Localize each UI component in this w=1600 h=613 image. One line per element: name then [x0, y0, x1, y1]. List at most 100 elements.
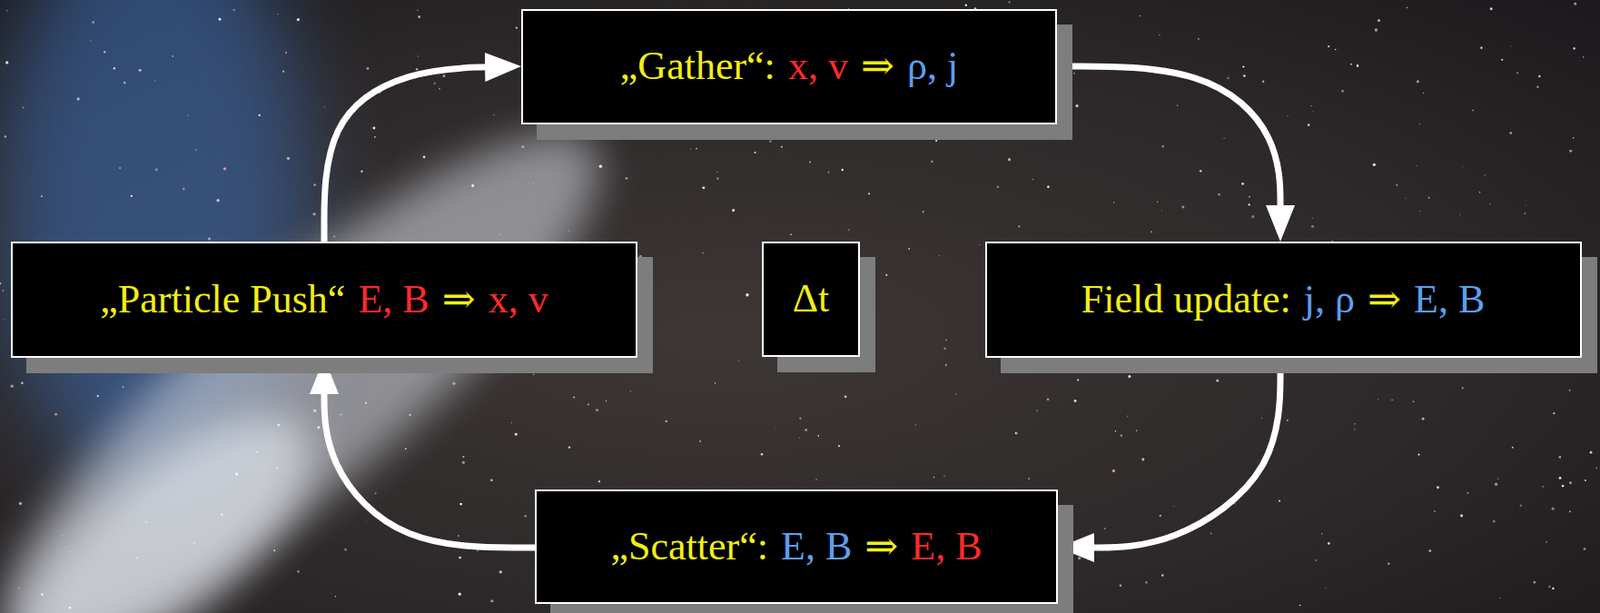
star	[1036, 409, 1038, 411]
quantity-label: E, B	[910, 524, 982, 569]
star	[1583, 547, 1587, 551]
quantity-label: x, v	[488, 277, 549, 322]
star	[1569, 149, 1572, 153]
star	[1412, 400, 1415, 403]
star	[1561, 484, 1565, 488]
star	[533, 374, 534, 376]
star	[701, 252, 704, 255]
star	[1509, 131, 1512, 135]
star	[1422, 417, 1425, 421]
star	[490, 599, 494, 603]
star	[1278, 500, 1281, 503]
star	[630, 390, 632, 392]
star	[193, 542, 196, 544]
star	[738, 360, 740, 362]
star	[138, 69, 142, 72]
star	[699, 440, 702, 443]
star	[179, 534, 182, 537]
star	[1241, 182, 1245, 186]
star	[1416, 79, 1420, 83]
star	[1074, 399, 1077, 403]
star	[754, 151, 757, 154]
star	[1032, 178, 1035, 181]
star	[1, 289, 4, 292]
star	[1007, 158, 1011, 161]
star	[457, 534, 460, 537]
star	[285, 51, 287, 54]
star	[1159, 514, 1162, 517]
star	[1551, 507, 1555, 511]
star	[695, 148, 698, 150]
star	[372, 127, 376, 130]
star	[1501, 59, 1503, 61]
star	[885, 274, 888, 277]
star	[416, 55, 418, 57]
star	[40, 195, 43, 198]
star	[945, 338, 948, 341]
star	[844, 395, 848, 398]
star	[408, 414, 411, 416]
star	[799, 437, 800, 439]
star	[1112, 469, 1116, 473]
star	[1582, 56, 1584, 58]
star	[1353, 423, 1355, 425]
star	[1068, 49, 1071, 52]
star	[366, 67, 370, 70]
star	[1497, 477, 1499, 479]
star	[64, 575, 66, 577]
star	[365, 402, 367, 405]
star	[96, 395, 99, 398]
star	[154, 79, 156, 81]
star	[533, 183, 534, 185]
star	[462, 461, 465, 465]
star	[296, 570, 299, 573]
star	[1525, 205, 1527, 207]
star	[769, 139, 772, 143]
star	[118, 167, 121, 169]
star	[1490, 203, 1492, 205]
star	[1523, 212, 1526, 215]
star	[525, 361, 528, 364]
star	[1545, 541, 1548, 544]
star	[1243, 74, 1246, 78]
star	[490, 478, 493, 481]
star	[0, 282, 1, 285]
star	[135, 556, 139, 560]
star	[731, 208, 735, 212]
star	[1461, 386, 1464, 389]
star	[1156, 200, 1158, 202]
star	[1159, 34, 1161, 36]
gather-box: „Gather“:x, v⇒ρ, j	[521, 9, 1057, 125]
star	[433, 82, 436, 86]
star	[1552, 412, 1555, 415]
star	[187, 115, 189, 117]
star	[1073, 72, 1075, 74]
star	[1327, 542, 1331, 545]
star	[1590, 451, 1593, 455]
star	[1141, 457, 1145, 461]
star	[1197, 38, 1200, 40]
star	[1573, 2, 1577, 6]
star	[839, 138, 842, 141]
star	[1538, 75, 1541, 78]
star	[79, 367, 81, 370]
star	[1046, 185, 1050, 188]
star	[256, 451, 258, 454]
star	[277, 424, 281, 427]
quantity-label: E, B	[1413, 277, 1485, 322]
star	[1387, 562, 1391, 565]
star	[1422, 92, 1424, 94]
star	[282, 70, 285, 73]
star	[1311, 225, 1314, 228]
star	[790, 233, 792, 236]
star	[930, 160, 933, 163]
star	[207, 237, 211, 240]
star	[827, 171, 830, 174]
star	[1058, 522, 1061, 524]
star	[232, 9, 236, 12]
quantity-label: x, v	[788, 44, 849, 89]
star	[1492, 520, 1496, 524]
star	[1548, 585, 1551, 589]
comet-head	[0, 372, 350, 613]
star	[1075, 104, 1078, 108]
